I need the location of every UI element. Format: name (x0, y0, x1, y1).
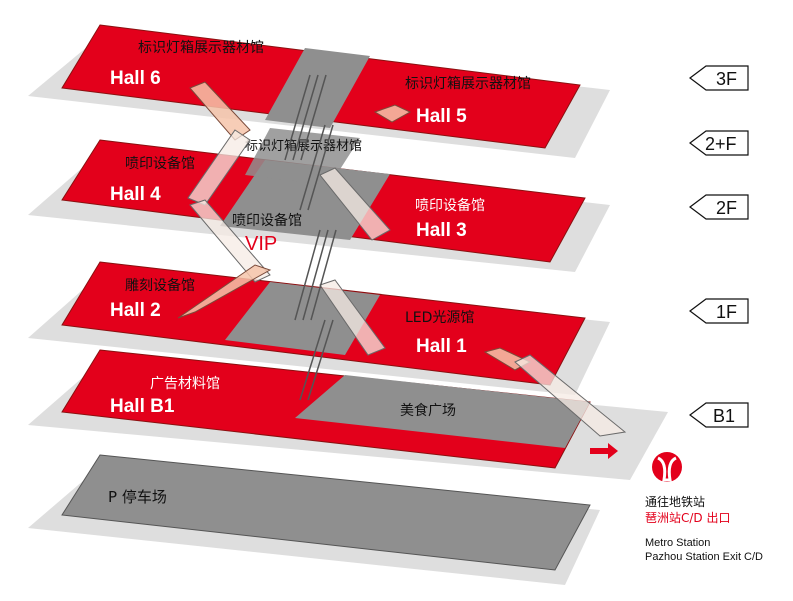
escalator-3f-right (373, 104, 412, 123)
floor-tag-2f[interactable]: 2F (689, 194, 749, 220)
hall-1-desc: LED光源馆 (405, 310, 474, 326)
floor-tag-2plusf[interactable]: 2+F (689, 130, 749, 156)
hall-4-name: Hall 4 (110, 184, 161, 205)
hall-5-name: Hall 5 (416, 106, 467, 127)
svg-text:3F: 3F (716, 69, 737, 89)
floor-p[interactable]: P 停车场 (28, 454, 600, 585)
hall-3-name: Hall 3 (416, 220, 467, 241)
escalator-3f-left (189, 81, 251, 141)
hall-3-desc: 喷印设备馆 (415, 197, 485, 214)
svg-text:1F: 1F (716, 302, 737, 322)
metro-legend[interactable]: 通往地铁站 琶洲站C/D 出口 Metro Station Pazhou Sta… (645, 452, 763, 563)
hall-b1-name: Hall B1 (110, 396, 175, 417)
svg-text:2F: 2F (716, 198, 737, 218)
floor-tag-3f[interactable]: 3F (689, 65, 749, 91)
hall-5-desc: 标识灯箱展示器材馆 (405, 76, 531, 92)
escalator-2f-right (319, 167, 391, 241)
hall-1-name: Hall 1 (416, 336, 467, 357)
floor-tag-1f[interactable]: 1F (689, 298, 749, 324)
escalator-lines (284, 74, 337, 401)
hall-2-name: Hall 2 (110, 300, 161, 321)
hall-6-name: Hall 6 (110, 68, 161, 89)
floor-tag-b1[interactable]: B1 (689, 402, 749, 428)
mezzanine-desc: 标识灯箱展示器材馆 (245, 138, 362, 154)
metro-line-1: 通往地铁站 (645, 494, 705, 509)
hall-2-desc: 雕刻设备馆 (125, 277, 195, 294)
exit-arrow-icon (590, 443, 618, 459)
floor-2f[interactable]: Hall 4 喷印设备馆 Hall 3 喷印设备馆 喷印设备馆 VIP (28, 139, 610, 272)
hall-6-desc: 标识灯箱展示器材馆 (138, 40, 264, 56)
escalator-1f-right (319, 279, 386, 356)
metro-line-4: Pazhou Station Exit C/D (645, 551, 763, 563)
metro-logo-icon (652, 452, 682, 482)
svg-text:B1: B1 (713, 406, 735, 426)
metro-line-2: 琶洲站C/D 出口 (645, 511, 730, 525)
food-court-label: 美食广场 (400, 402, 456, 419)
walkway-to-metro (514, 354, 627, 437)
escalators (177, 74, 627, 437)
metro-line-3: Metro Station (645, 537, 710, 549)
vip-label: VIP (245, 233, 277, 255)
hall-4-desc: 喷印设备馆 (125, 155, 195, 172)
escalator-2f-1f (189, 199, 271, 283)
hall-b1-desc: 广告材料馆 (150, 376, 220, 392)
escalator-1f-left (177, 264, 272, 319)
floor-b1[interactable]: Hall B1 广告材料馆 美食广场 (28, 349, 668, 480)
svg-text:2+F: 2+F (705, 134, 737, 154)
vip-desc: 喷印设备馆 (232, 212, 302, 229)
parking-label: P 停车场 (108, 488, 167, 506)
floor-tags: 3F 2+F 2F 1F B1 (689, 65, 749, 428)
floor-3f[interactable]: Hall 6 标识灯箱展示器材馆 Hall 5 标识灯箱展示器材馆 (28, 24, 610, 158)
